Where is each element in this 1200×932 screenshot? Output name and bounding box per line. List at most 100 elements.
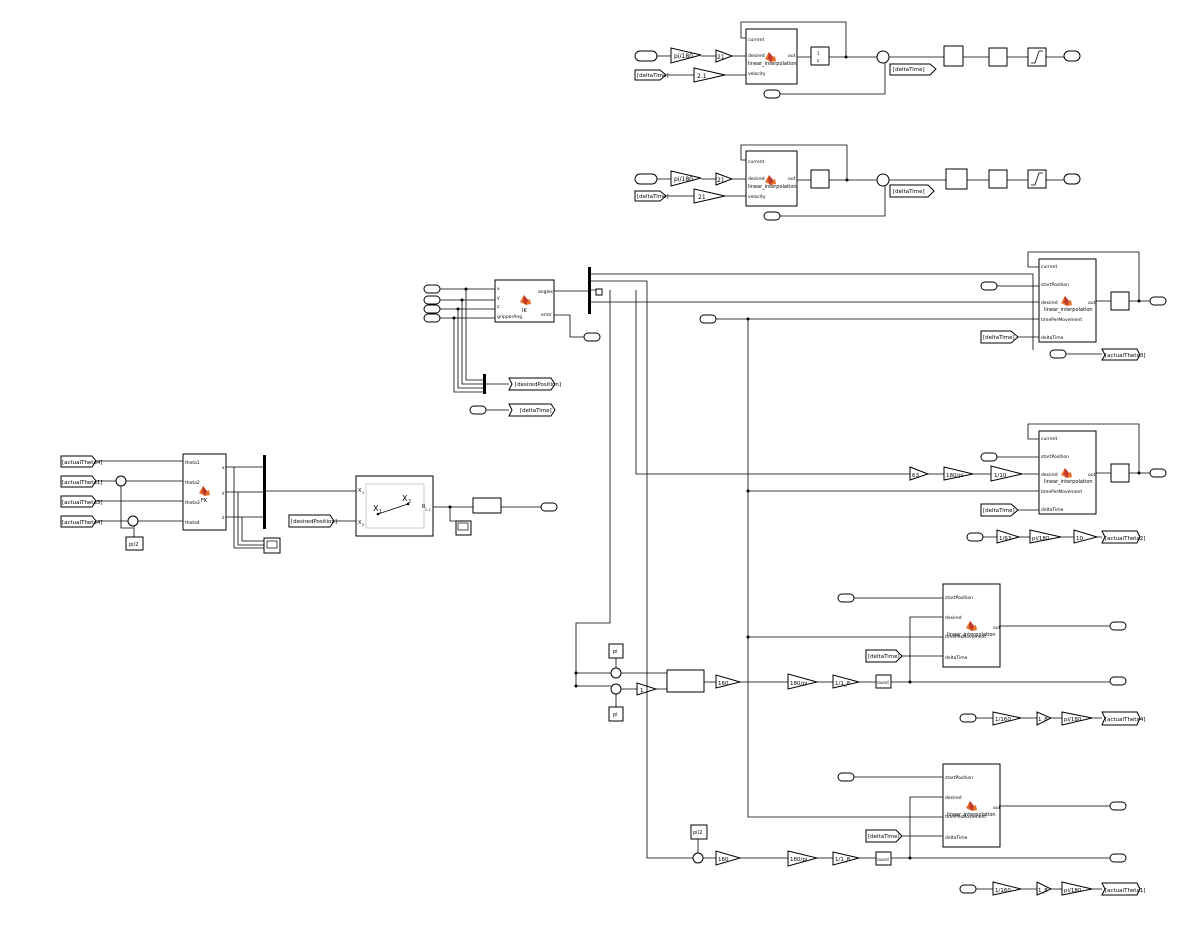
mux-bar[interactable]	[263, 455, 266, 529]
subsystem-block[interactable]	[666, 669, 705, 693]
goto-actualtheta2[interactable]	[1101, 530, 1141, 544]
subsystem-block[interactable]	[472, 497, 502, 514]
sum-block[interactable]	[876, 50, 890, 64]
sum-block[interactable]	[876, 173, 890, 187]
from-deltatime[interactable]	[634, 190, 667, 202]
port-label: current	[1041, 264, 1057, 270]
outport-oval[interactable]	[540, 502, 558, 512]
inport-oval[interactable]	[763, 89, 781, 99]
unit-delay[interactable]	[810, 46, 830, 66]
outport-oval[interactable]	[583, 332, 601, 342]
from-deltatime[interactable]	[865, 829, 903, 843]
inport-oval[interactable]	[837, 593, 855, 603]
unit-delay[interactable]	[988, 47, 1008, 67]
from-deltatime[interactable]	[980, 330, 1019, 344]
demux-bar[interactable]	[588, 267, 591, 314]
gain-pi-180[interactable]	[1029, 529, 1062, 544]
gain-1-160[interactable]	[992, 711, 1022, 726]
unit-delay[interactable]	[1110, 463, 1130, 483]
gain-pi-180[interactable]	[670, 170, 702, 187]
gain-label: pi/180	[1064, 717, 1082, 723]
from-actualtheta4[interactable]	[60, 455, 97, 468]
gain-1-8[interactable]	[1036, 711, 1053, 726]
from-actualtheta3[interactable]	[60, 495, 97, 508]
goto-actualtheta3[interactable]	[1101, 348, 1141, 361]
inport-oval[interactable]	[763, 211, 781, 221]
fk-function-block[interactable]	[182, 453, 227, 531]
sum-block[interactable]	[610, 667, 622, 679]
outport-oval[interactable]	[1063, 50, 1081, 62]
outport-oval[interactable]	[1109, 676, 1127, 686]
outport-oval[interactable]	[1109, 801, 1127, 811]
inport-oval[interactable]	[699, 314, 717, 324]
gain-pi-180[interactable]	[670, 47, 702, 64]
inport-oval[interactable]	[423, 295, 441, 305]
inport-oval[interactable]	[423, 284, 441, 294]
subsystem-block[interactable]	[945, 168, 968, 190]
inport-oval[interactable]	[959, 884, 977, 894]
inport-oval[interactable]	[980, 452, 998, 462]
constant-pi-2[interactable]	[125, 536, 144, 551]
gain-1-1-8[interactable]	[832, 851, 860, 866]
port-label: out	[788, 53, 796, 59]
gain-180-pi[interactable]	[943, 466, 974, 481]
inport-oval[interactable]	[980, 281, 998, 291]
rounding-block[interactable]	[875, 851, 892, 866]
outport-oval[interactable]	[1149, 468, 1167, 478]
inport-oval[interactable]	[634, 50, 658, 62]
rounding-block[interactable]	[875, 674, 892, 689]
inport-oval[interactable]	[959, 713, 977, 723]
outport-oval[interactable]	[1063, 173, 1081, 185]
gain-pi-180[interactable]	[1061, 711, 1093, 726]
inport-oval[interactable]	[1049, 349, 1067, 359]
goto-actualtheta4[interactable]	[1101, 711, 1141, 726]
unit-delay[interactable]	[810, 169, 830, 189]
inport-oval[interactable]	[966, 532, 984, 542]
from-deltatime[interactable]	[634, 69, 667, 81]
gain-pi-180[interactable]	[1061, 881, 1093, 896]
inport-oval[interactable]	[423, 304, 441, 314]
constant-pi-2[interactable]	[690, 824, 708, 840]
outport-oval[interactable]	[1109, 853, 1127, 863]
unit-delay[interactable]	[1110, 291, 1130, 311]
sum-block[interactable]	[692, 852, 704, 864]
goto-actualtheta1[interactable]	[1101, 882, 1141, 896]
gain-1-10[interactable]	[990, 465, 1023, 482]
terminator[interactable]	[595, 288, 603, 296]
from-deltatime[interactable]	[889, 63, 937, 76]
outport-oval[interactable]	[1109, 621, 1127, 631]
block-name: linear_interpolation	[947, 632, 996, 638]
port-label: desired	[945, 615, 962, 621]
gain-1-1-8[interactable]	[832, 674, 860, 689]
gain-1-160[interactable]	[992, 881, 1022, 896]
gain-180-pi[interactable]	[787, 850, 819, 867]
from-deltatime[interactable]	[865, 649, 903, 663]
inport-oval[interactable]	[423, 313, 441, 323]
inport-oval[interactable]	[634, 173, 658, 185]
gain-1-63[interactable]	[996, 529, 1021, 544]
gain-63[interactable]	[909, 466, 930, 481]
subsystem-block[interactable]	[943, 45, 964, 67]
block-name: linear_interpolation	[748, 184, 797, 190]
goto-desired-position[interactable]	[508, 377, 556, 391]
inport-oval[interactable]	[837, 772, 855, 782]
from-deltatime[interactable]	[980, 503, 1019, 517]
gain-160[interactable]	[715, 674, 742, 689]
gain-1-8[interactable]	[1036, 881, 1053, 896]
gain-10[interactable]	[1073, 529, 1099, 544]
gain-180-pi[interactable]	[787, 673, 819, 690]
tag-label: [deltaTime]	[983, 508, 1015, 514]
outport-oval[interactable]	[1149, 296, 1167, 306]
mux-bar[interactable]	[483, 374, 486, 394]
port-label: desired	[945, 795, 962, 801]
from-desired-position[interactable]	[288, 514, 335, 528]
inport-oval[interactable]	[469, 405, 487, 415]
from-actualtheta4[interactable]	[60, 515, 97, 528]
goto-deltatime[interactable]	[508, 403, 556, 417]
from-deltatime[interactable]	[889, 184, 935, 198]
unit-delay[interactable]	[988, 169, 1008, 189]
sum-block[interactable]	[610, 683, 622, 695]
from-actualtheta1[interactable]	[60, 475, 97, 488]
sum-block[interactable]	[127, 515, 139, 527]
sum-block[interactable]	[115, 475, 127, 487]
